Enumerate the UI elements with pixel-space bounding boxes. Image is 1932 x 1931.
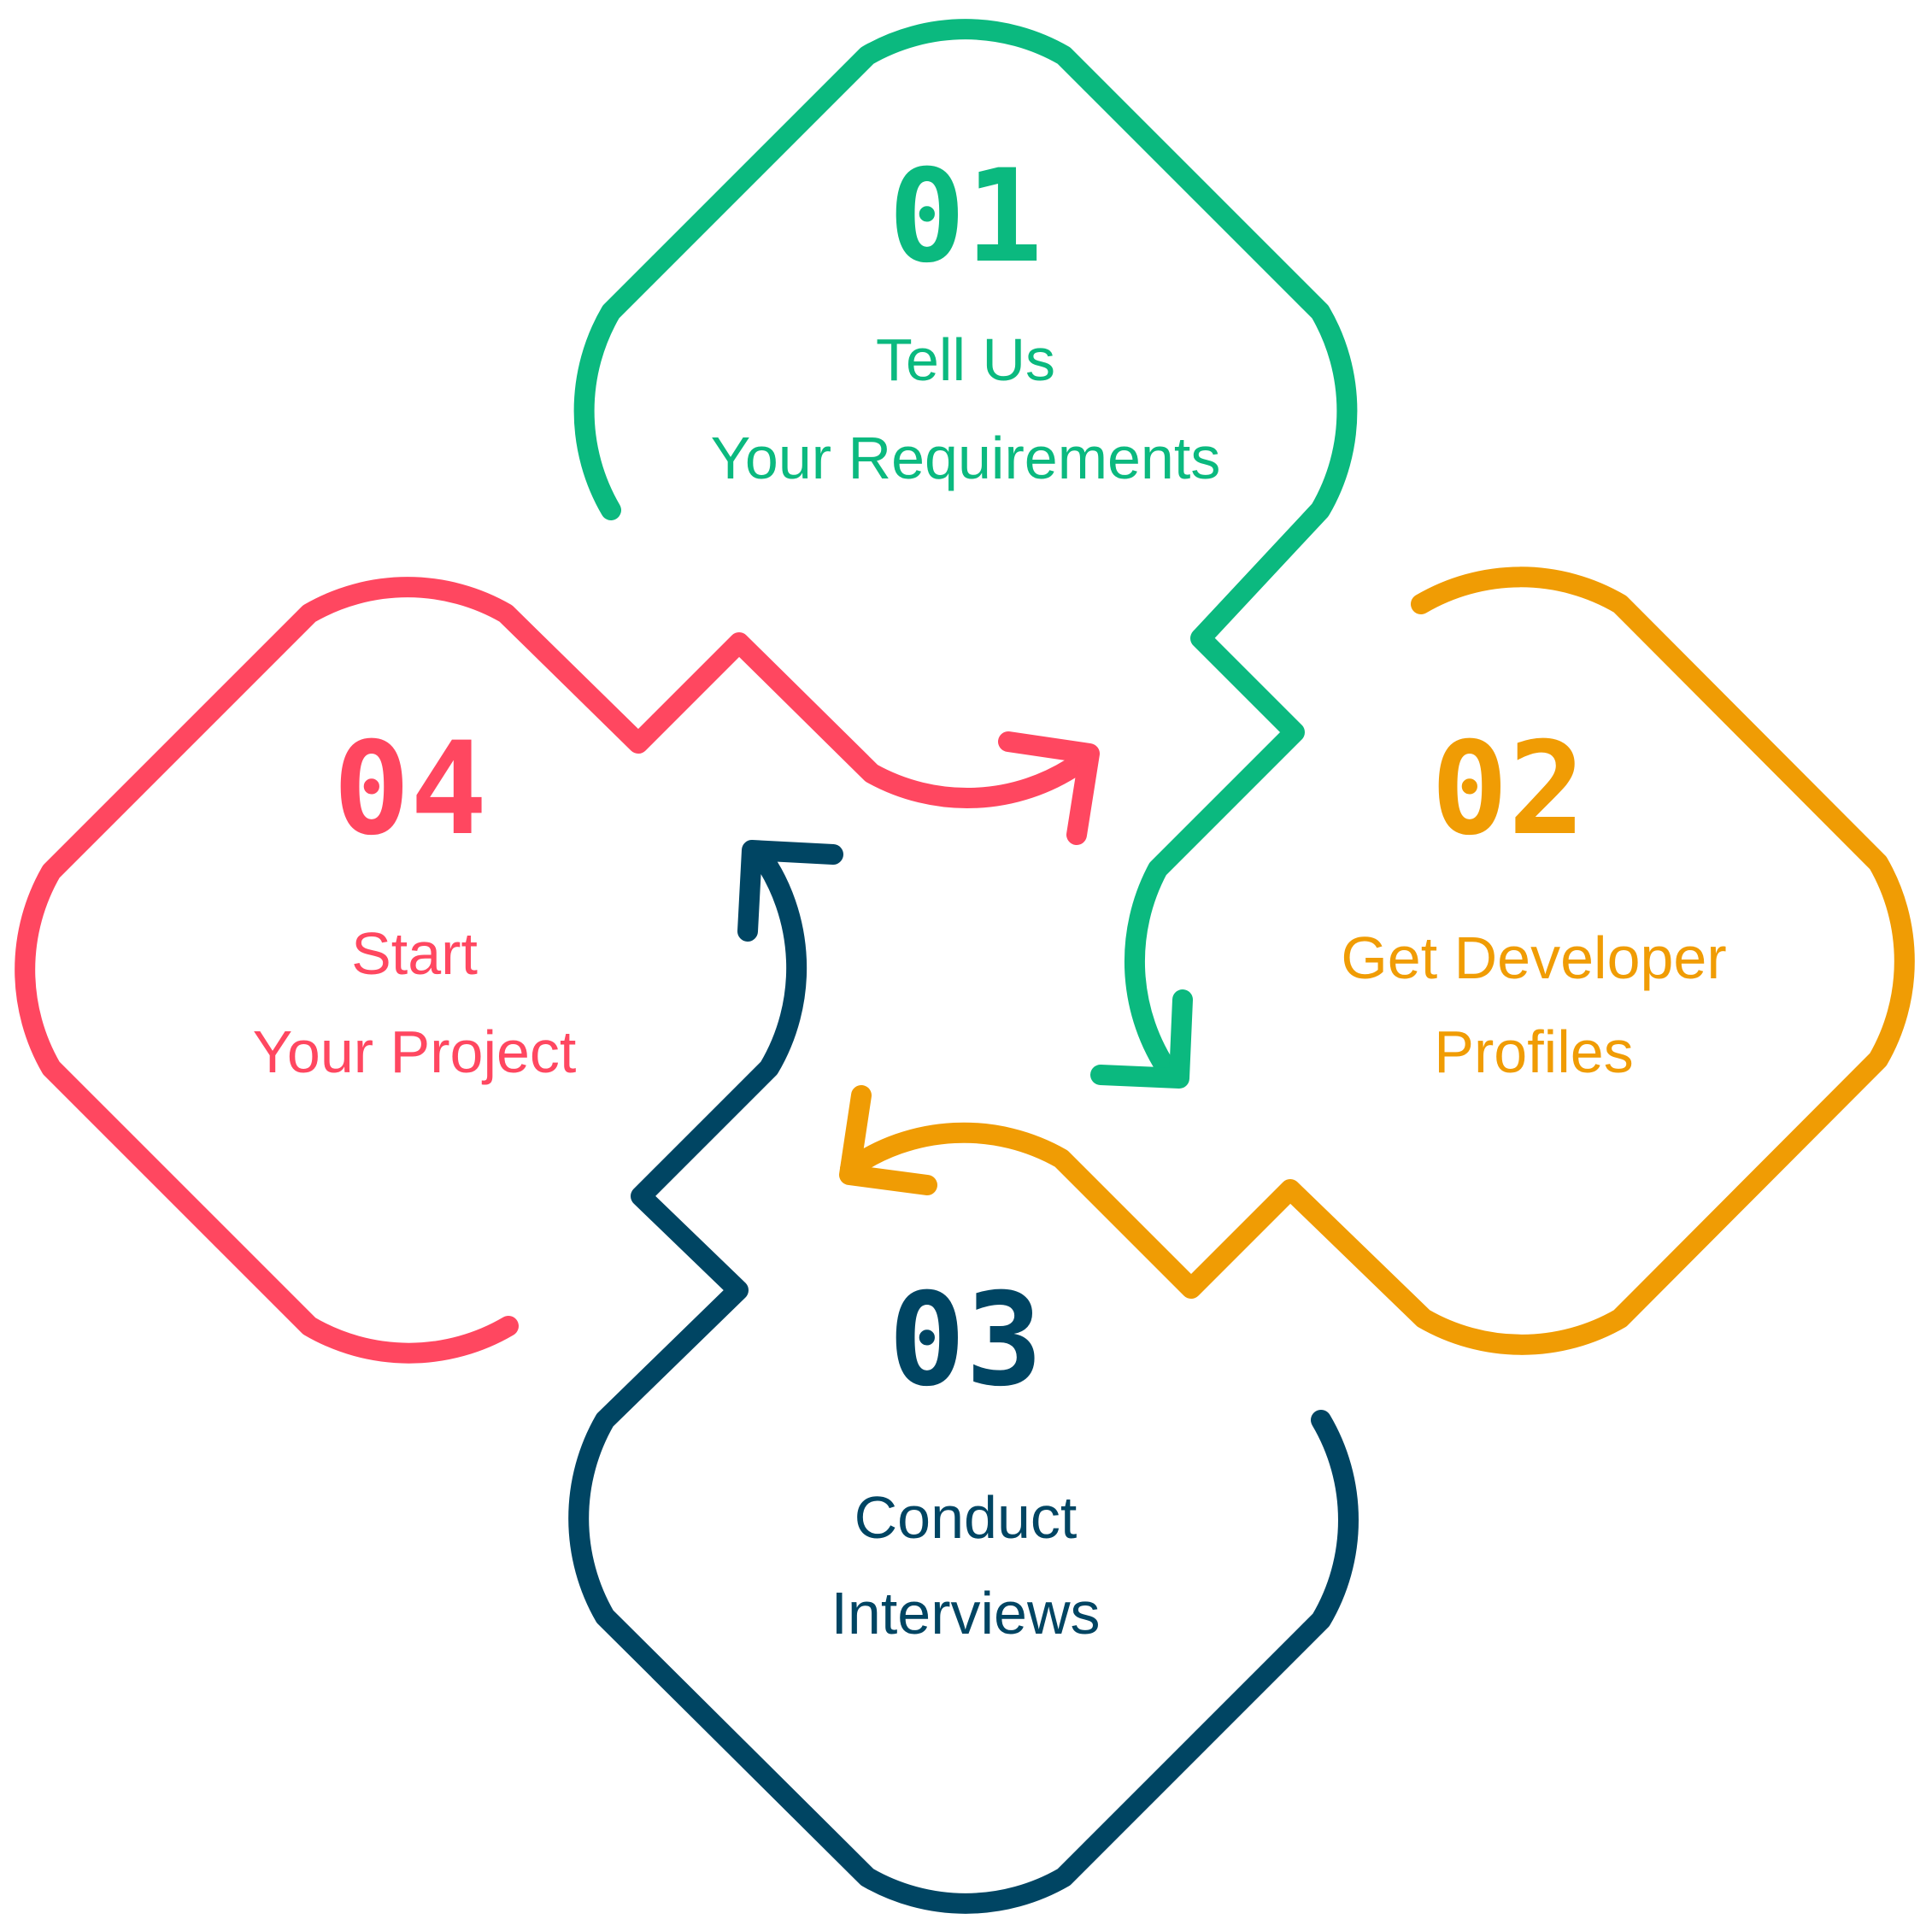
step-3-group: 03 Conduct Interviews: [568, 840, 1359, 1914]
step-3-label-line-2: Interviews: [831, 1580, 1100, 1646]
step-3-arrow-head: [737, 840, 843, 942]
step-4-arrow-head: [998, 731, 1100, 845]
step-3-number: 03: [889, 1266, 1043, 1415]
step-4-label-line-2: Your Project: [253, 1018, 577, 1085]
step-2-group: 02 Get Developer Profiles: [839, 566, 1915, 1355]
step-4-label-line-1: Start: [351, 920, 478, 987]
step-1-arrow-head: [1090, 989, 1193, 1089]
step-2-label-line-1: Get Developer: [1341, 924, 1726, 991]
step-1-outline: [573, 19, 1358, 1083]
step-1-label-line-1: Tell Us: [876, 326, 1055, 393]
step-1-label-line-2: Your Requirements: [711, 425, 1221, 491]
step-1-group: 01 Tell Us Your Requirements: [573, 19, 1358, 1089]
step-4-number: 04: [333, 715, 488, 864]
step-3-label-line-1: Conduct: [854, 1484, 1078, 1551]
step-4-group: 04 Start Your Project: [15, 577, 1100, 1364]
step-1-number: 01: [889, 143, 1043, 291]
step-2-label-line-2: Profiles: [1434, 1018, 1633, 1085]
step-2-outline: [840, 566, 1915, 1355]
step-3-outline: [568, 844, 1359, 1914]
step-2-number: 02: [1431, 715, 1586, 864]
step-4-outline: [15, 577, 1087, 1364]
step-2-arrow-head: [839, 1085, 937, 1195]
